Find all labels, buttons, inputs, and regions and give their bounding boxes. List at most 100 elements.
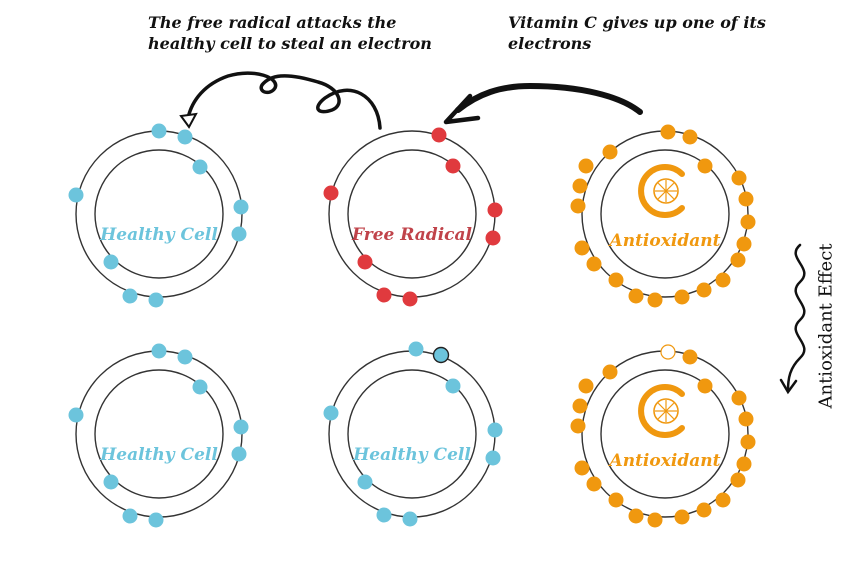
citrus-c-icon bbox=[638, 164, 685, 218]
electron bbox=[68, 187, 84, 203]
electron bbox=[628, 288, 644, 304]
inner-shell bbox=[347, 369, 477, 499]
cell-top-right: Antioxidant bbox=[570, 124, 756, 308]
electron bbox=[731, 390, 747, 406]
cell-top-left: Healthy Cell bbox=[68, 123, 249, 308]
electron bbox=[192, 379, 208, 395]
electron bbox=[602, 364, 618, 380]
curved-arrow-icon bbox=[443, 82, 643, 125]
electron bbox=[323, 405, 339, 421]
electron bbox=[408, 341, 424, 357]
electron bbox=[736, 236, 752, 252]
inner-shell bbox=[600, 149, 730, 279]
electron bbox=[122, 508, 138, 524]
electron bbox=[445, 158, 461, 174]
stolen-electron bbox=[432, 346, 450, 364]
electron bbox=[608, 272, 624, 288]
electron bbox=[357, 474, 373, 490]
electron bbox=[696, 282, 712, 298]
electron bbox=[231, 446, 247, 462]
electron bbox=[148, 292, 164, 308]
squiggle-arrow-icon bbox=[779, 243, 806, 395]
electron bbox=[177, 129, 193, 145]
electron bbox=[574, 460, 590, 476]
electron bbox=[608, 492, 624, 508]
outer-shell bbox=[75, 130, 243, 298]
electron bbox=[231, 226, 247, 242]
electron bbox=[715, 492, 731, 508]
outer-shell bbox=[328, 350, 496, 518]
inner-shell bbox=[94, 369, 224, 499]
cell-label: Healthy Cell bbox=[99, 225, 218, 245]
electron bbox=[738, 411, 754, 427]
cell-label: Healthy Cell bbox=[99, 445, 218, 465]
electron bbox=[578, 378, 594, 394]
electron bbox=[572, 178, 588, 194]
electron bbox=[151, 343, 167, 359]
electron bbox=[647, 512, 663, 528]
electron bbox=[402, 511, 418, 527]
cell-top-middle: Free Radical bbox=[323, 127, 503, 307]
inner-shell bbox=[347, 149, 477, 279]
cell-label: Antioxidant bbox=[608, 231, 721, 251]
electron bbox=[323, 185, 339, 201]
inner-shell bbox=[94, 149, 224, 279]
electron bbox=[376, 507, 392, 523]
electron bbox=[628, 508, 644, 524]
electron bbox=[738, 191, 754, 207]
electron bbox=[445, 378, 461, 394]
electron bbox=[431, 127, 447, 143]
electron bbox=[68, 407, 84, 423]
electron bbox=[177, 349, 193, 365]
cell-bottom-right: Antioxidant bbox=[570, 344, 756, 528]
antioxidant-effect-label: Antioxidant Effect bbox=[806, 236, 846, 416]
cell-bottom-middle: Healthy Cell bbox=[323, 341, 503, 527]
antioxidant-effect-text: Antioxidant Effect bbox=[815, 243, 837, 409]
electron bbox=[660, 124, 676, 140]
electron bbox=[674, 289, 690, 305]
electron bbox=[572, 398, 588, 414]
electron bbox=[376, 287, 392, 303]
electron bbox=[103, 254, 119, 270]
electron bbox=[487, 202, 503, 218]
cell-label: Free Radical bbox=[351, 225, 473, 245]
electron bbox=[731, 170, 747, 186]
electron bbox=[697, 378, 713, 394]
electron bbox=[148, 512, 164, 528]
electron bbox=[487, 422, 503, 438]
electron bbox=[740, 214, 756, 230]
missing-electron bbox=[660, 344, 676, 360]
cell-bottom-left: Healthy Cell bbox=[68, 343, 249, 528]
electron bbox=[647, 292, 663, 308]
electron bbox=[485, 230, 501, 246]
electron bbox=[586, 256, 602, 272]
electron bbox=[740, 434, 756, 450]
outer-shell bbox=[75, 350, 243, 518]
electron bbox=[233, 419, 249, 435]
outer-shell bbox=[328, 130, 496, 298]
caption-free-radical-attack: The free radical attacks the healthy cel… bbox=[148, 13, 432, 53]
electron bbox=[570, 418, 586, 434]
caption-vitamin-c-donates: Vitamin C gives up one of its electrons bbox=[508, 13, 766, 53]
cell-label: Healthy Cell bbox=[352, 445, 471, 465]
curved-arrow-icon bbox=[179, 71, 382, 130]
citrus-c-icon bbox=[638, 384, 685, 438]
electron bbox=[233, 199, 249, 215]
electron bbox=[602, 144, 618, 160]
electron bbox=[682, 349, 698, 365]
electron bbox=[578, 158, 594, 174]
electron bbox=[696, 502, 712, 518]
electron bbox=[715, 272, 731, 288]
inner-shell bbox=[600, 369, 730, 499]
electron bbox=[151, 123, 167, 139]
electron bbox=[697, 158, 713, 174]
electron bbox=[586, 476, 602, 492]
electron bbox=[730, 472, 746, 488]
electron bbox=[122, 288, 138, 304]
electron bbox=[485, 450, 501, 466]
electron bbox=[674, 509, 690, 525]
electron bbox=[730, 252, 746, 268]
electron bbox=[357, 254, 373, 270]
electron bbox=[192, 159, 208, 175]
